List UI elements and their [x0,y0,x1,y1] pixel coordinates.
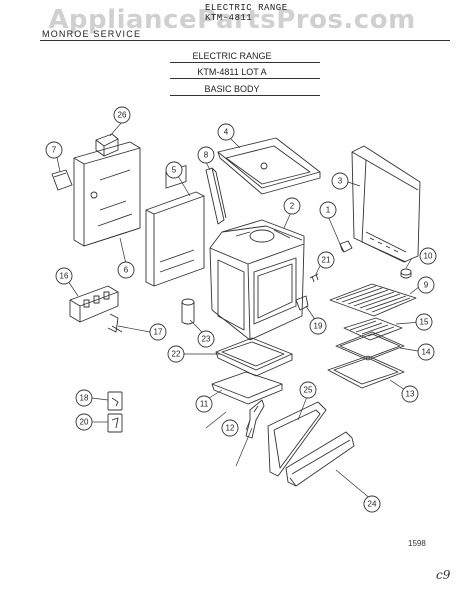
callout-label: 7 [52,146,57,155]
part-5-rear-panel [145,165,205,287]
part-10-knob [400,268,412,279]
part-2-oven-body [209,219,305,341]
callout-label: 12 [226,424,235,433]
part-16-terminal-block [69,285,119,323]
part-3-side-panel [351,145,421,263]
callout-3 [331,172,349,190]
callout-24 [363,495,381,513]
callout-11 [195,395,213,413]
part-7-cover-plate [51,169,73,191]
subtitle-line-1: ELECTRIC RANGE [192,51,272,61]
part-22-base-pan [215,337,293,377]
callout-label: 24 [368,500,377,509]
part-15-broiler-insert [343,317,403,341]
header-model-code: KTM-4811 [205,13,253,23]
callout-label: 20 [80,418,89,427]
callout-label: 4 [224,128,229,137]
part-21-screw [309,273,319,283]
callout-8 [197,146,215,164]
callout-label: 9 [424,281,429,290]
callout-22 [167,345,185,363]
callout-10 [419,247,437,265]
callout-9 [417,276,435,294]
callout-26 [113,106,131,124]
callout-label: 19 [314,322,323,331]
part-20-bracket [107,413,123,433]
subtitle-line-3: BASIC BODY [204,84,260,94]
part-26-bracket [95,133,119,157]
part-23-cylinder [181,298,195,325]
callout-15 [415,313,433,331]
callout-21 [317,251,335,269]
callout-20 [75,413,93,431]
callout-13 [401,385,419,403]
watermark: AppliancePartsPros.com [48,5,416,35]
callout-label: 5 [172,166,177,175]
callout-label: 10 [424,252,433,261]
callout-18 [75,389,93,407]
callout-label: 16 [60,272,69,281]
callout-label: 21 [322,256,331,265]
callout-label: 15 [420,318,429,327]
callout-label: 22 [172,350,181,359]
part-8-trim-strip [205,167,227,225]
callout-2 [283,197,301,215]
part-1-leveling-foot [339,240,353,253]
callout-label: 1 [326,206,331,215]
callout-label: 6 [124,266,129,275]
page-number: 1598 [408,539,426,548]
callout-14 [417,343,435,361]
callout-label: 14 [422,348,431,357]
callout-1 [319,201,337,219]
header-title: ELECTRIC RANGE [205,3,288,13]
part-6-back-panel [73,141,141,247]
callout-label: 3 [338,177,343,186]
part-4-cooktop [217,137,321,195]
callout-label: 23 [202,335,211,344]
callout-label: 11 [200,400,209,409]
part-25-door-panel [267,401,327,477]
corner-mark: c9 [436,568,451,582]
callout-23 [197,330,215,348]
subtitle-divider-2 [170,78,320,79]
callout-label: 18 [80,394,89,403]
callout-16 [55,267,73,285]
callout-5 [165,161,183,179]
part-13-drip-tray [327,355,405,389]
subtitle-divider-3 [170,95,320,96]
part-12-hinge [245,399,265,439]
callout-label: 17 [154,328,163,337]
callout-label: 13 [406,390,415,399]
callout-19 [309,317,327,335]
callout-7 [45,141,63,159]
subtitle-divider-1 [170,62,320,63]
callout-12 [221,419,239,437]
part-11-kick-plate [211,371,283,405]
part-19-clip [295,295,309,311]
callout-17 [149,323,167,341]
part-14-broiler-pan [335,331,405,361]
callout-label: 25 [304,386,313,395]
subtitle-line-2: KTM-4811 LOT A [197,67,267,77]
callout-6 [117,261,135,279]
part-18-bracket [107,391,123,411]
header-left-label: MONROE SERVICE [42,29,142,39]
callout-label: 2 [290,202,295,211]
part-9-oven-rack [329,283,417,317]
part-17-bracket [107,313,123,333]
callout-label: 8 [204,151,209,160]
callout-25 [299,381,317,399]
callout-label: 26 [118,111,127,120]
callout-4 [217,123,235,141]
part-24-drawer-front [285,431,355,487]
header-divider-top [40,40,450,41]
